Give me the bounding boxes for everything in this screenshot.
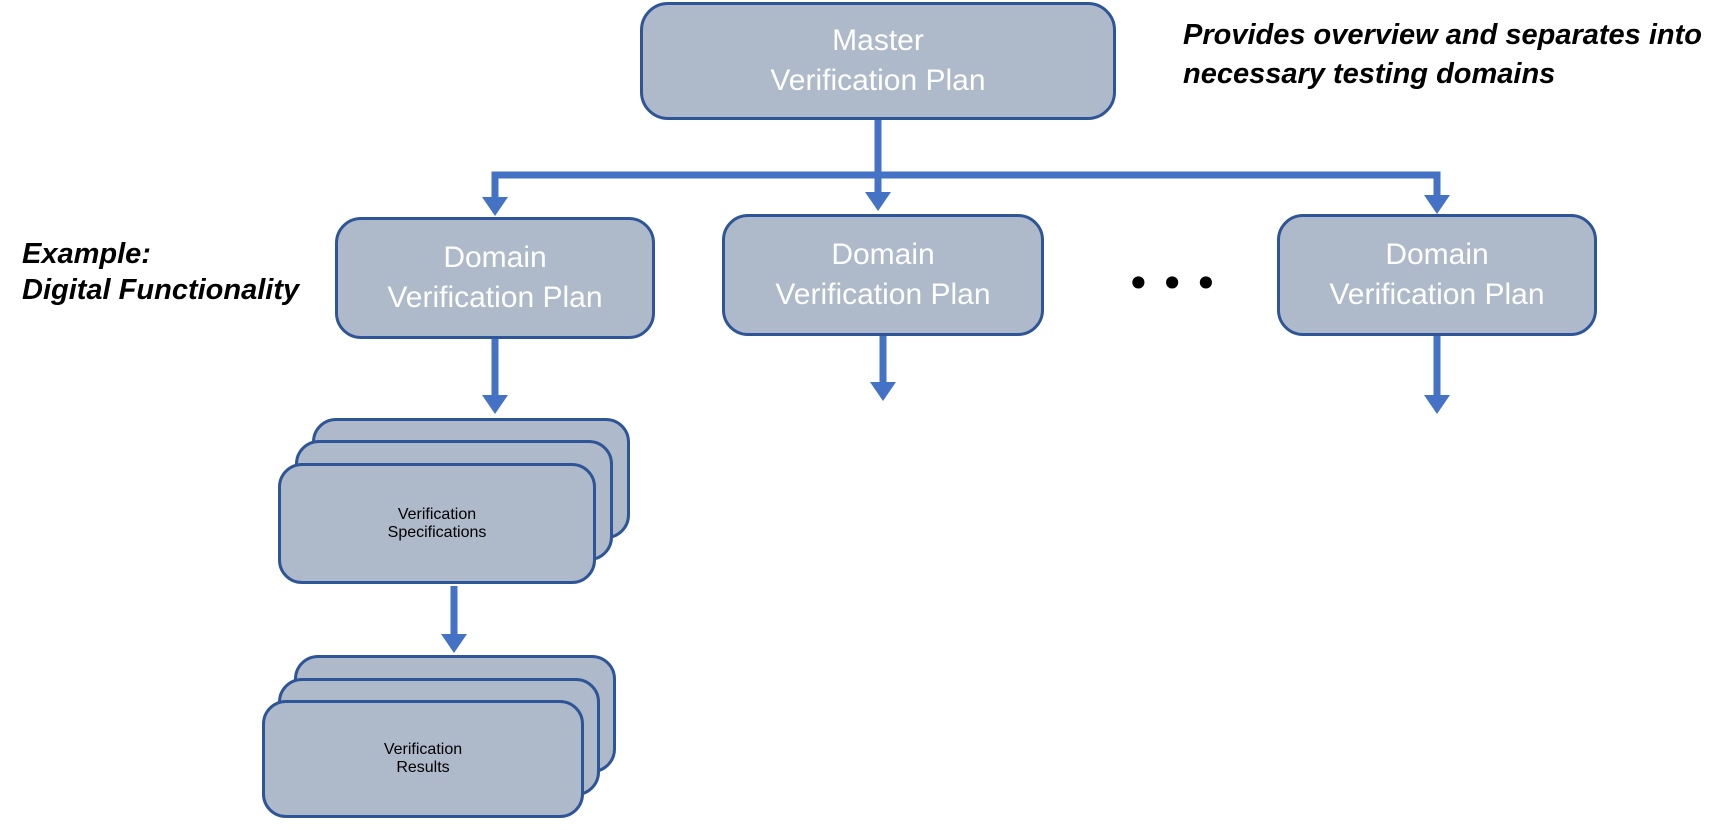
verification-specifications-stack: Verification Specifications bbox=[278, 418, 630, 584]
arrow-master-to-middle-domain bbox=[865, 120, 891, 211]
more-domains-ellipsis-icon: ••• bbox=[1126, 258, 1228, 308]
annotation-line: Provides overview and separates into bbox=[1183, 19, 1702, 51]
node-label-line: Master bbox=[832, 24, 924, 57]
arrow-middle-domain-down bbox=[870, 336, 896, 401]
master-plan-annotation: Provides overview and separates into nec… bbox=[1183, 16, 1702, 94]
verification-results-stack: Verification Results bbox=[262, 655, 616, 819]
node-label-line: Domain bbox=[1385, 238, 1489, 271]
node-label-line: Verification bbox=[383, 741, 463, 758]
arrow-rail-to-left-domain bbox=[482, 197, 508, 216]
branch-rail bbox=[491, 171, 1441, 198]
node-label-line: Domain bbox=[443, 241, 547, 274]
node-label-line: Verification Plan bbox=[387, 281, 603, 314]
node-label-line: Verification Plan bbox=[775, 278, 991, 311]
domain-verification-plan-node-2: Domain Verification Plan bbox=[722, 214, 1044, 336]
arrow-domain-to-specifications bbox=[482, 339, 508, 414]
annotation-line: Example: bbox=[22, 238, 151, 270]
node-label-line: Verification bbox=[397, 505, 477, 523]
verification-specifications-node: Verification Specifications bbox=[278, 463, 596, 584]
annotation-line: necessary testing domains bbox=[1183, 58, 1556, 90]
node-label-line: Domain bbox=[831, 238, 935, 271]
annotation-line: Digital Functionality bbox=[22, 274, 300, 306]
node-label-line: Verification Plan bbox=[770, 64, 986, 97]
master-verification-plan-node: Master Verification Plan bbox=[640, 2, 1116, 120]
node-label-line: Specifications bbox=[387, 523, 487, 541]
node-label-line: Results bbox=[396, 759, 450, 776]
verification-results-node: Verification Results bbox=[262, 700, 584, 818]
domain-verification-plan-node-1: Domain Verification Plan bbox=[335, 217, 655, 339]
arrow-specifications-to-results bbox=[441, 586, 467, 653]
domain-verification-plan-node-3: Domain Verification Plan bbox=[1277, 214, 1597, 336]
node-label-line: Verification Plan bbox=[1329, 278, 1545, 311]
arrow-right-domain-down bbox=[1424, 336, 1450, 414]
example-annotation: Example: Digital Functionality bbox=[22, 236, 299, 308]
arrow-rail-to-right-domain bbox=[1424, 195, 1450, 214]
